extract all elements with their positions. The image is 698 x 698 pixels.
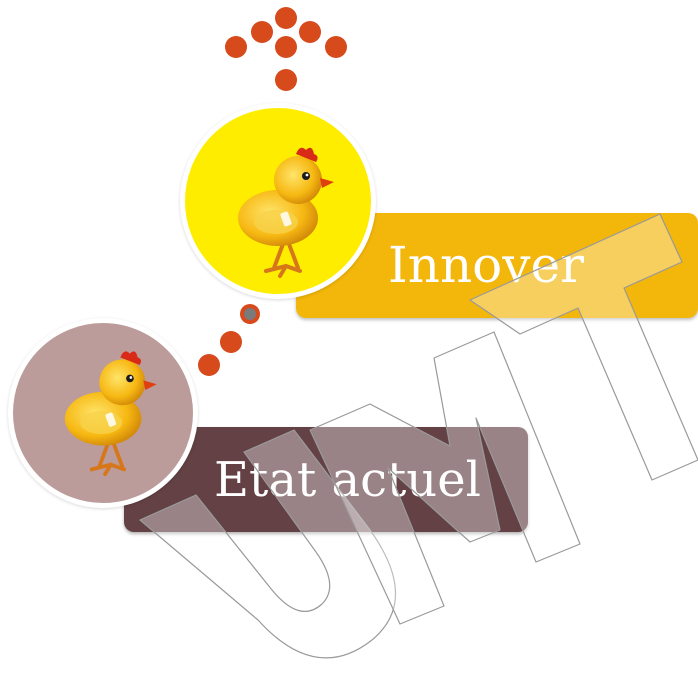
arrow-dot bbox=[251, 21, 273, 43]
connector-dot bbox=[198, 354, 220, 376]
etat-actuel-label: Etat actuel bbox=[214, 452, 481, 508]
arrow-dot bbox=[275, 69, 297, 91]
innover-label: Innover bbox=[388, 236, 584, 294]
connector-dot bbox=[220, 331, 242, 353]
arrow-dot bbox=[299, 21, 321, 43]
arrow-dot bbox=[275, 7, 297, 29]
arrow-dot bbox=[225, 36, 247, 58]
chick-icon bbox=[238, 147, 334, 278]
arrow-dot bbox=[325, 36, 347, 58]
chick-icon bbox=[64, 351, 157, 477]
arrow-dot bbox=[275, 36, 297, 58]
